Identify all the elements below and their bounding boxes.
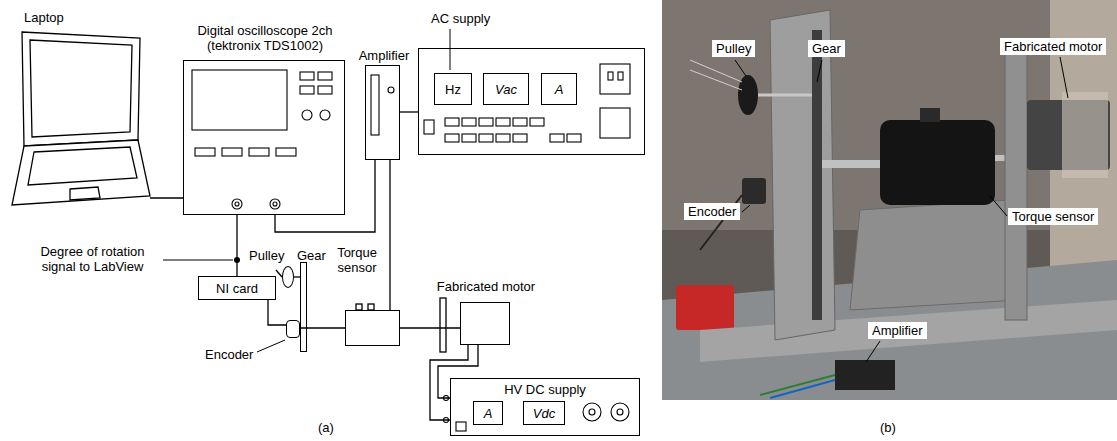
wire-connector (438, 345, 478, 398)
laptop: Laptop (10, 32, 150, 205)
label-text: HV DC supply (504, 382, 586, 397)
ni-card-box: NI card (198, 276, 276, 300)
photo-label: Fabricated motor (1000, 38, 1106, 55)
hv-dc-supply-box: A Vdc HV DC supply (450, 378, 640, 436)
display-box: A (473, 401, 503, 425)
wire-connector (275, 160, 375, 232)
panel-label: (a) (318, 420, 334, 435)
hv-supply-drawing (444, 396, 630, 432)
amplifier-drawing (371, 75, 394, 135)
label-text: Torque sensor (334, 245, 380, 275)
motor-box: Fabricated motor (460, 302, 510, 345)
leader-line (450, 29, 451, 70)
display-box: A (541, 73, 577, 105)
photo-label: Amplifier (868, 322, 927, 339)
label-text: A (555, 82, 564, 97)
display-box: Vac (483, 73, 529, 105)
label-text: Gear (297, 248, 326, 263)
label-text: Fabricated motor (1004, 39, 1102, 54)
label-text: Amplifier (872, 323, 923, 338)
wire-connector (150, 197, 183, 198)
wire-connector (430, 345, 468, 420)
label-text: Torque sensor (1012, 209, 1094, 224)
panel-label: (b) (880, 420, 896, 435)
label-text: Laptop (24, 10, 64, 25)
signal-note: Degree of rotation signal to LabView (25, 244, 160, 274)
oscilloscope-drawing (192, 70, 332, 209)
label-text: Gear (812, 41, 841, 56)
label-text: Encoder (688, 204, 736, 219)
label-text: A (484, 406, 493, 421)
plate-drawing (356, 298, 446, 352)
ac-supply-drawing (424, 64, 630, 142)
label-text: Vdc (533, 406, 555, 421)
display-box: Hz (434, 73, 472, 105)
wire-connector (400, 327, 460, 328)
laptop-drawing (12, 32, 150, 205)
photo-label: Torque sensor (1008, 208, 1098, 225)
label-text: Pulley (249, 248, 284, 263)
display-box: Vdc (523, 401, 565, 425)
label-text: Fabricated motor (431, 279, 541, 294)
label-text: Digital oscilloscope 2ch (tektronix TDS1… (190, 23, 340, 53)
wire-connector (400, 111, 418, 112)
wire-connector (389, 160, 390, 310)
gear-plate: Gear (300, 262, 307, 352)
shaft-drawing (276, 270, 300, 277)
leader-line (257, 340, 285, 352)
wire-connector (268, 300, 286, 325)
pulley-symbol: Pulley (282, 266, 294, 288)
photo-label: Gear (808, 40, 845, 57)
photo-label: Encoder (684, 203, 740, 220)
photo-label: Pulley (712, 40, 755, 57)
label-text: Hz (445, 82, 461, 97)
oscilloscope-box: Digital oscilloscope 2ch (tektronix TDS1… (183, 60, 345, 215)
amplifier-box: Amplifier (365, 65, 400, 160)
label-text: Pulley (716, 41, 751, 56)
label-text: Encoder (205, 347, 253, 362)
torque-sensor-box: Torque sensor (345, 310, 400, 346)
photo (662, 0, 1117, 400)
encoder-symbol: Encoder (286, 320, 300, 338)
wire-connector (236, 215, 237, 276)
label-text: AC supply (431, 11, 490, 26)
leader-line (163, 260, 233, 261)
label-text: Vac (495, 82, 517, 97)
label-text: Amplifier (344, 48, 424, 63)
label-text: NI card (216, 281, 258, 296)
ac-supply-box: HzVacAAC supply (418, 48, 645, 155)
